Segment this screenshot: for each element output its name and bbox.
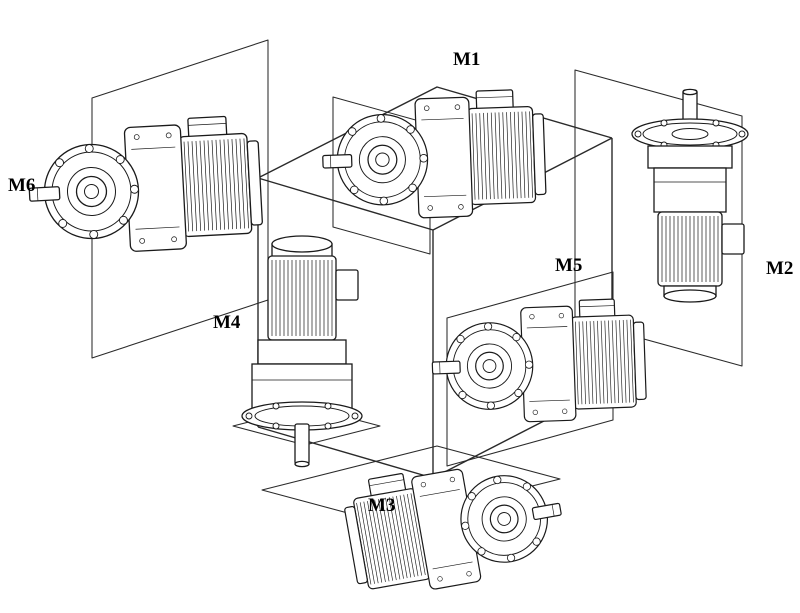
label-m3: M3: [368, 495, 395, 516]
gearmotor-m4: [241, 235, 363, 468]
label-m1: M1: [453, 49, 480, 70]
label-m6: M6: [8, 175, 35, 196]
mounting-plane-m3: [261, 445, 561, 524]
mounting-plane-m1: [332, 96, 431, 255]
gearmotor-m2: [631, 88, 749, 303]
label-m4: M4: [213, 312, 241, 333]
label-m2: M2: [766, 258, 793, 279]
reference-cube: [257, 86, 613, 479]
mounting-plane-m5: [446, 271, 614, 467]
gearmotor-m3: [339, 446, 571, 603]
gearmotor-m5: [429, 297, 648, 426]
gearmotor-m1: [320, 88, 548, 222]
label-m5: M5: [555, 255, 582, 276]
gearmotor-m6: [25, 114, 265, 258]
